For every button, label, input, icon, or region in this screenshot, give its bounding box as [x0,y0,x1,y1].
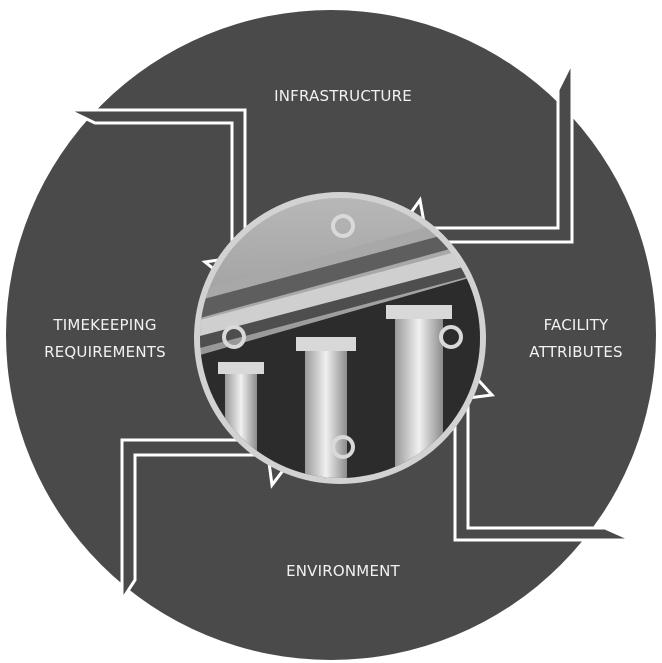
marker-left [222,325,246,349]
label-infrastructure: INFRASTRUCTURE [274,87,412,105]
label-timekeeping: TIMEKEEPING [52,316,156,334]
ring-markers [222,214,463,459]
marker-bottom [331,435,355,459]
label-attributes: ATTRIBUTES [529,343,622,361]
label-facility: FACILITY [544,316,609,334]
label-requirements: REQUIREMENTS [44,343,166,361]
marker-right [439,325,463,349]
marker-top [331,214,355,238]
label-environment: ENVIRONMENT [286,562,400,580]
